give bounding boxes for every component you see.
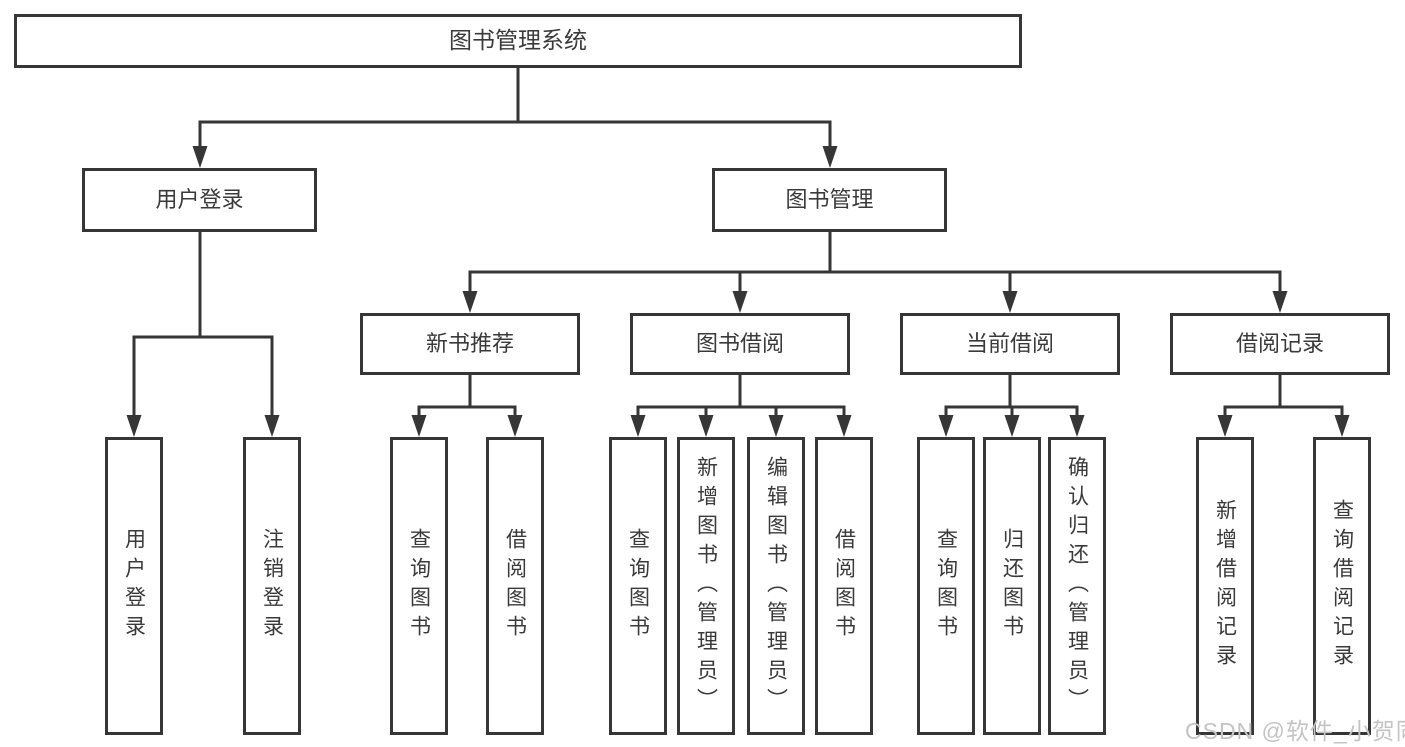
edges-user-login xyxy=(126,232,280,437)
edges-new-book-recommend xyxy=(411,375,523,437)
edges-book-borrow xyxy=(630,375,852,437)
node-borrow-books-1: 借阅图书 xyxy=(486,437,544,735)
node-root: 图书管理系统 xyxy=(14,14,1022,68)
node-book-management: 图书管理 xyxy=(712,168,947,232)
node-query-books-1: 查询图书 xyxy=(390,437,448,735)
node-new-book-recommend: 新书推荐 xyxy=(360,313,580,375)
node-add-books-admin: 新增图书（管理员） xyxy=(677,437,735,735)
node-borrow-books-2: 借阅图书 xyxy=(815,437,873,735)
node-add-borrow-record: 新增借阅记录 xyxy=(1196,437,1254,735)
edges-book-management xyxy=(462,232,1288,313)
node-edit-books-admin: 编辑图书（管理员） xyxy=(747,437,805,735)
node-logout: 注销登录 xyxy=(243,437,301,735)
node-user-login-action: 用户登录 xyxy=(105,437,163,735)
node-return-books: 归还图书 xyxy=(983,437,1041,735)
node-user-login: 用户登录 xyxy=(82,168,317,232)
csdn-watermark: CSDN @软件_小贺同学 xyxy=(1185,718,1405,744)
node-book-borrow: 图书借阅 xyxy=(630,313,850,375)
edges-borrow-records xyxy=(1217,375,1350,437)
node-query-borrow-record: 查询借阅记录 xyxy=(1313,437,1371,735)
node-confirm-return-admin: 确认归还（管理员） xyxy=(1048,437,1106,735)
edges-current-borrow xyxy=(938,375,1085,437)
node-query-books-2: 查询图书 xyxy=(609,437,667,735)
node-borrow-records: 借阅记录 xyxy=(1170,313,1390,375)
node-query-books-3: 查询图书 xyxy=(917,437,975,735)
edges-root xyxy=(192,68,838,168)
node-current-borrow: 当前借阅 xyxy=(900,313,1120,375)
